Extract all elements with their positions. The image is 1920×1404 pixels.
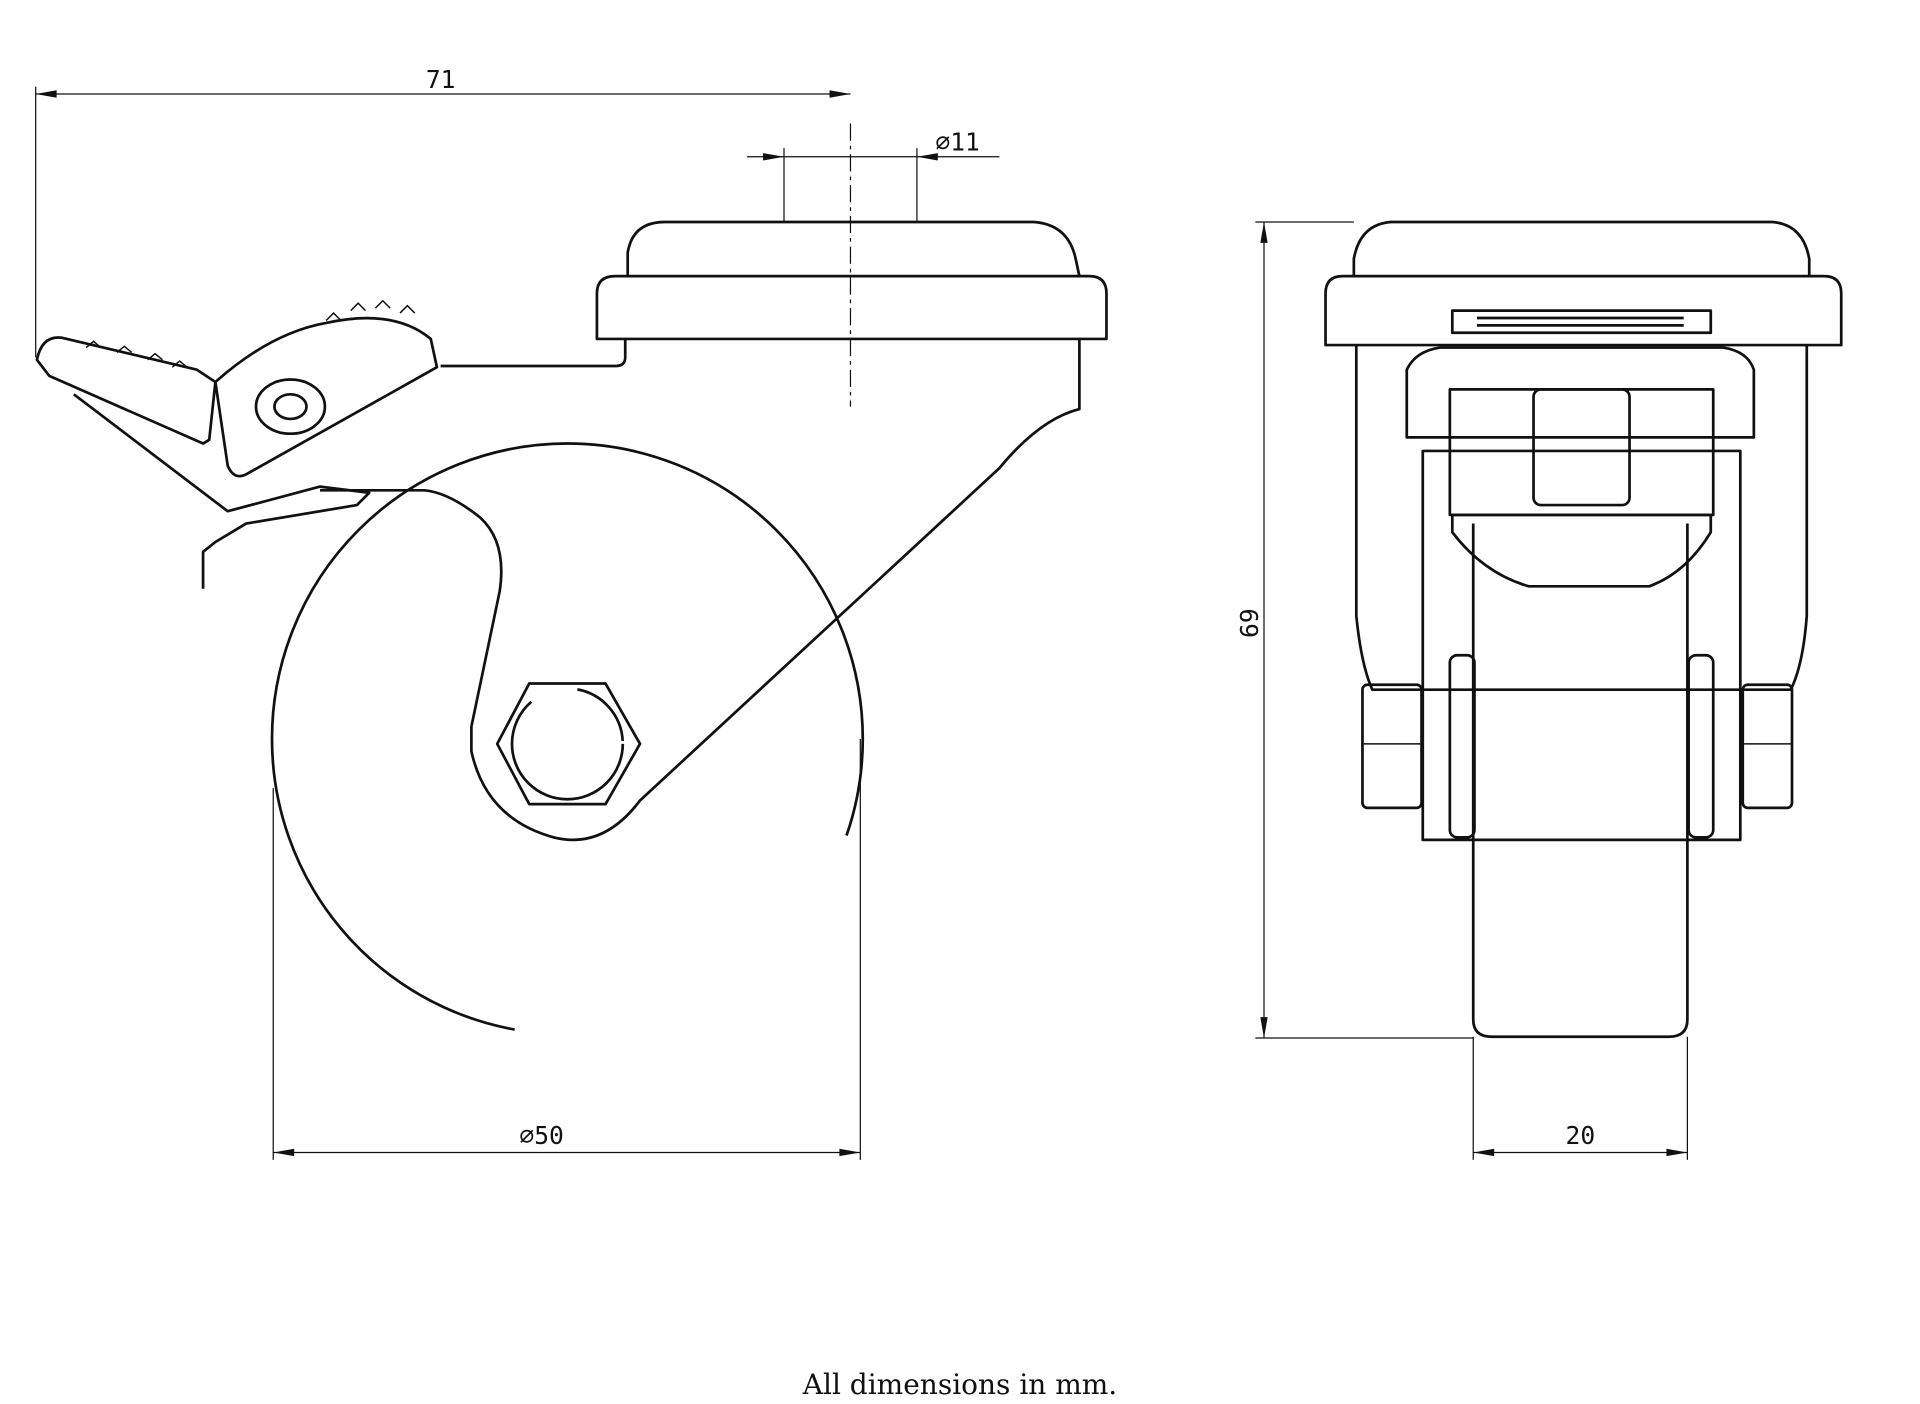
fork-body <box>320 338 1081 842</box>
front-top-plate <box>1324 274 1843 347</box>
brake-pedal <box>35 336 217 445</box>
front-fork <box>1354 345 1809 692</box>
wheel <box>270 442 865 1036</box>
dim-label-50: ⌀50 <box>519 1121 563 1150</box>
brake-pivot <box>254 378 327 436</box>
bolt-boss <box>626 220 1081 277</box>
dim-label-69: 69 <box>1235 608 1264 638</box>
axle-nut <box>495 682 642 806</box>
dim-label-11: ⌀11 <box>935 128 979 157</box>
side-view: 71 ⌀11 ⌀50 <box>35 65 1108 1160</box>
left-axle-nut <box>1361 683 1423 810</box>
wheel-hub <box>1450 513 1713 588</box>
right-axle-nut <box>1741 683 1794 810</box>
dim-label-71: 71 <box>426 65 456 94</box>
axle <box>510 687 625 801</box>
front-view: 69 20 <box>1235 220 1843 1160</box>
top-plate <box>595 274 1108 341</box>
units-note: All dimensions in mm. <box>802 1368 1118 1401</box>
dim-label-20: 20 <box>1566 1121 1596 1150</box>
front-wheel <box>1471 523 1689 1039</box>
